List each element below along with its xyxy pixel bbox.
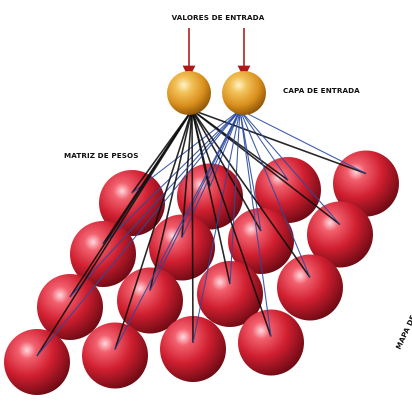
weight-line-in2-r2-c1 xyxy=(102,109,241,245)
feature-neuron-r4-c2 xyxy=(82,322,148,389)
weight-line-in2-r3-c4 xyxy=(239,109,311,278)
weight-line-in2-r3-c1 xyxy=(69,109,241,298)
feature-neuron-r4-c3 xyxy=(160,316,226,382)
feature-neuron-r2-c3 xyxy=(228,208,294,274)
input-layer xyxy=(167,71,266,115)
feature-neuron-r2-c4 xyxy=(307,201,373,268)
weight-line-in2-r1-c4 xyxy=(239,109,367,174)
weight-line-in2-r1-c1 xyxy=(131,109,241,194)
weight-line-in2-r4-c2 xyxy=(114,109,241,350)
feature-neuron-r3-c2 xyxy=(117,267,183,334)
feature-neuron-r3-c1 xyxy=(37,274,103,340)
weight-line-in2-r4-c4 xyxy=(239,109,272,337)
weight-line-in1-r4-c2 xyxy=(114,109,193,350)
weight-line-in1-r1-c4 xyxy=(191,109,367,175)
weight-line-in1-r2-c4 xyxy=(191,109,341,226)
feature-neuron-r3-c4 xyxy=(277,254,343,321)
input-neuron-1 xyxy=(167,71,211,115)
weight-line-in1-r2-c3 xyxy=(191,109,262,232)
feature-neuron-r2-c2 xyxy=(149,214,215,281)
feature-neuron-r4-c1 xyxy=(4,329,70,395)
input-layer-label: CAPA DE ENTRADA xyxy=(283,86,360,95)
weight-line-in1-r3-c2 xyxy=(149,109,193,291)
weight-matrix-label: MATRIZ DE PESOS xyxy=(64,151,139,160)
feature-neuron-r1-c3 xyxy=(255,157,321,223)
weight-line-in2-r4-c3 xyxy=(192,109,241,344)
feature-neuron-r3-c3 xyxy=(197,261,263,327)
weight-line-in1-r4-c1 xyxy=(36,109,193,357)
feature-map-label: MAPA DE CARACTERÍSTICAS xyxy=(394,243,412,351)
feature-map-grid xyxy=(4,150,399,395)
weight-line-in1-r4-c3 xyxy=(191,109,194,344)
weight-line-in1-r4-c4 xyxy=(191,109,272,337)
feature-neuron-r4-c4 xyxy=(238,309,304,376)
weight-line-in2-r1-c3 xyxy=(239,109,289,181)
input-arrows xyxy=(182,28,251,79)
weight-line-in2-r3-c3 xyxy=(229,109,241,285)
weight-line-in2-r2-c4 xyxy=(239,109,341,225)
input-neuron-2 xyxy=(222,71,266,115)
weight-line-in2-r3-c2 xyxy=(149,109,241,291)
weight-connections xyxy=(36,109,367,357)
weight-line-in1-r3-c3 xyxy=(191,109,231,285)
input-values-label: VALORES DE ENTRADA xyxy=(172,13,265,22)
weight-line-in2-r2-c3 xyxy=(239,109,262,232)
